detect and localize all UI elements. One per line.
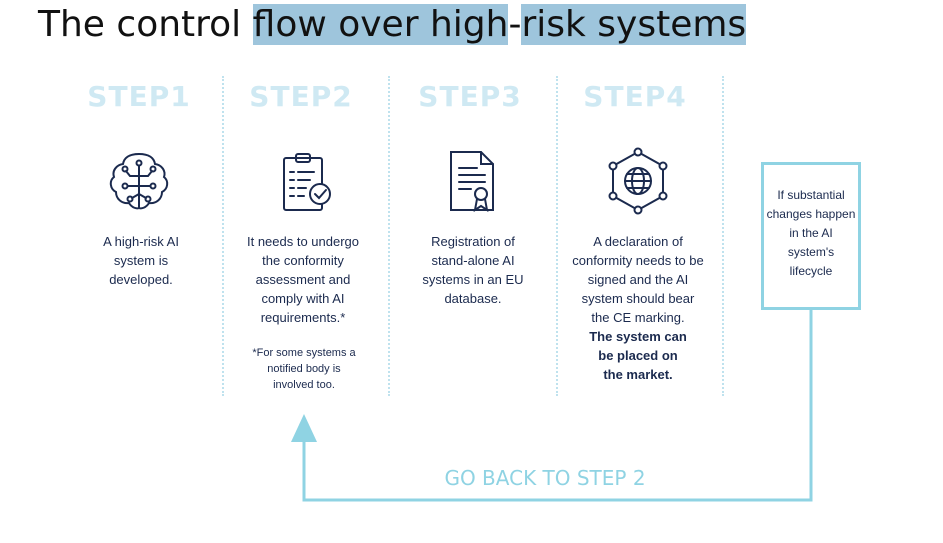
step-2-title: STEP2	[249, 80, 353, 113]
checklist-clipboard-icon	[283, 153, 331, 211]
step-4-title: STEP4	[583, 80, 687, 113]
certificate-document-icon	[450, 151, 494, 213]
step-divider	[222, 76, 224, 396]
step-divider	[388, 76, 390, 396]
title-part-1: The control	[38, 4, 253, 45]
globe-network-icon	[608, 147, 668, 215]
go-back-label: GO BACK TO STEP 2	[444, 466, 646, 490]
title-part-3: -	[508, 4, 522, 45]
step-3-title: STEP3	[418, 80, 522, 113]
substantial-changes-text: If substantial changes happen in the AI …	[766, 188, 856, 278]
title-part-4: risk systems	[521, 4, 747, 45]
page-title: The control flow over high-risk systems	[38, 2, 747, 48]
title-part-2: flow over high	[252, 4, 509, 45]
step-2-description: It needs to undergo the conformity asses…	[246, 234, 360, 325]
step-1-title: STEP1	[87, 80, 191, 113]
step-3-description: Registration of stand-alone AI systems i…	[422, 234, 524, 306]
step-divider	[722, 76, 724, 396]
step-4-description: A declaration of conformity needs to be …	[572, 232, 704, 384]
step-4-text: A declaration of conformity needs to be …	[572, 234, 704, 325]
ai-brain-circuit-icon	[109, 153, 169, 210]
step-4-market-text: The system can be placed on the market.	[589, 329, 687, 382]
step-1-description: A high-risk AI system is developed.	[103, 234, 179, 287]
step-2-footnote: *For some systems a notified body is inv…	[252, 347, 356, 391]
substantial-changes-box	[761, 162, 861, 310]
step-divider	[556, 76, 558, 396]
